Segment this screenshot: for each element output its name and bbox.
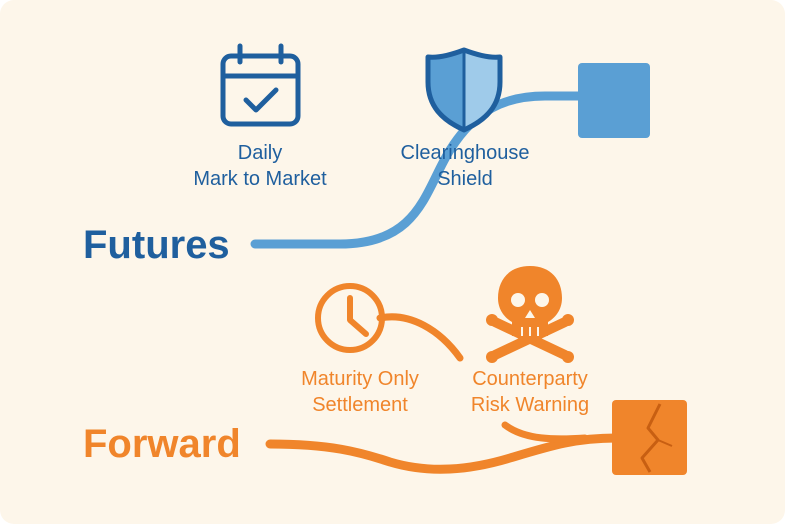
calendar-check-icon: [220, 43, 301, 127]
shield-icon: [425, 47, 503, 133]
clock-icon: [315, 283, 385, 353]
square-block-icon: [578, 63, 650, 138]
feature-label-line: Clearinghouse: [400, 142, 530, 164]
feature-label-daily-mtm: Daily Mark to Market: [170, 140, 350, 192]
cracked-block-icon: [612, 400, 687, 475]
feature-label-line: Settlement: [312, 394, 408, 416]
forward-path: [265, 433, 621, 474]
feature-label-line: Shield: [437, 168, 493, 190]
feature-label-maturity: Maturity Only Settlement: [270, 366, 450, 418]
feature-label-clearinghouse: Clearinghouse Shield: [375, 140, 555, 192]
feature-label-line: Maturity Only: [301, 368, 419, 390]
feature-label-counterparty: Counterparty Risk Warning: [440, 366, 620, 418]
forward-connector: [376, 313, 464, 362]
feature-label-line: Risk Warning: [470, 394, 590, 416]
feature-label-line: Daily: [237, 142, 283, 164]
futures-title: Futures: [83, 223, 230, 267]
feature-label-line: Counterparty: [472, 368, 588, 390]
futures-path: [250, 91, 585, 249]
skull-crossbones-icon: [486, 266, 574, 363]
feature-label-line: Mark to Market: [193, 168, 327, 190]
forward-title: Forward: [83, 422, 241, 466]
forward-branch: [501, 421, 589, 443]
